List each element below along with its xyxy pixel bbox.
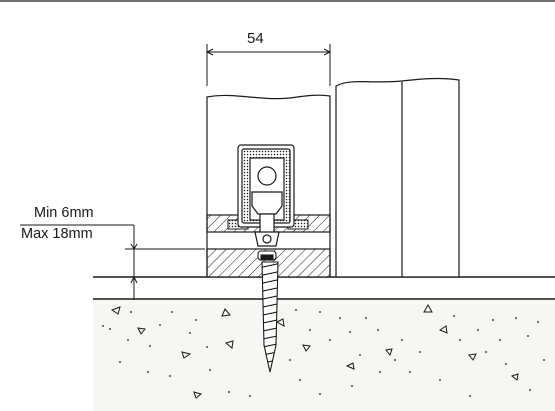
door-frame [335,77,460,278]
aggregate-marks [110,303,519,399]
gap-max-label: Max 18mm [21,226,93,242]
gap-min-label: Min 6mm [34,205,94,221]
drop-seal-profile [237,144,295,247]
aggregate-dots [102,309,545,397]
concrete-ground [93,299,555,411]
width-dimension [205,44,332,86]
gap-dimension [20,224,205,300]
fixing-screw [257,250,279,373]
width-dimension-label: 54 [247,30,264,47]
